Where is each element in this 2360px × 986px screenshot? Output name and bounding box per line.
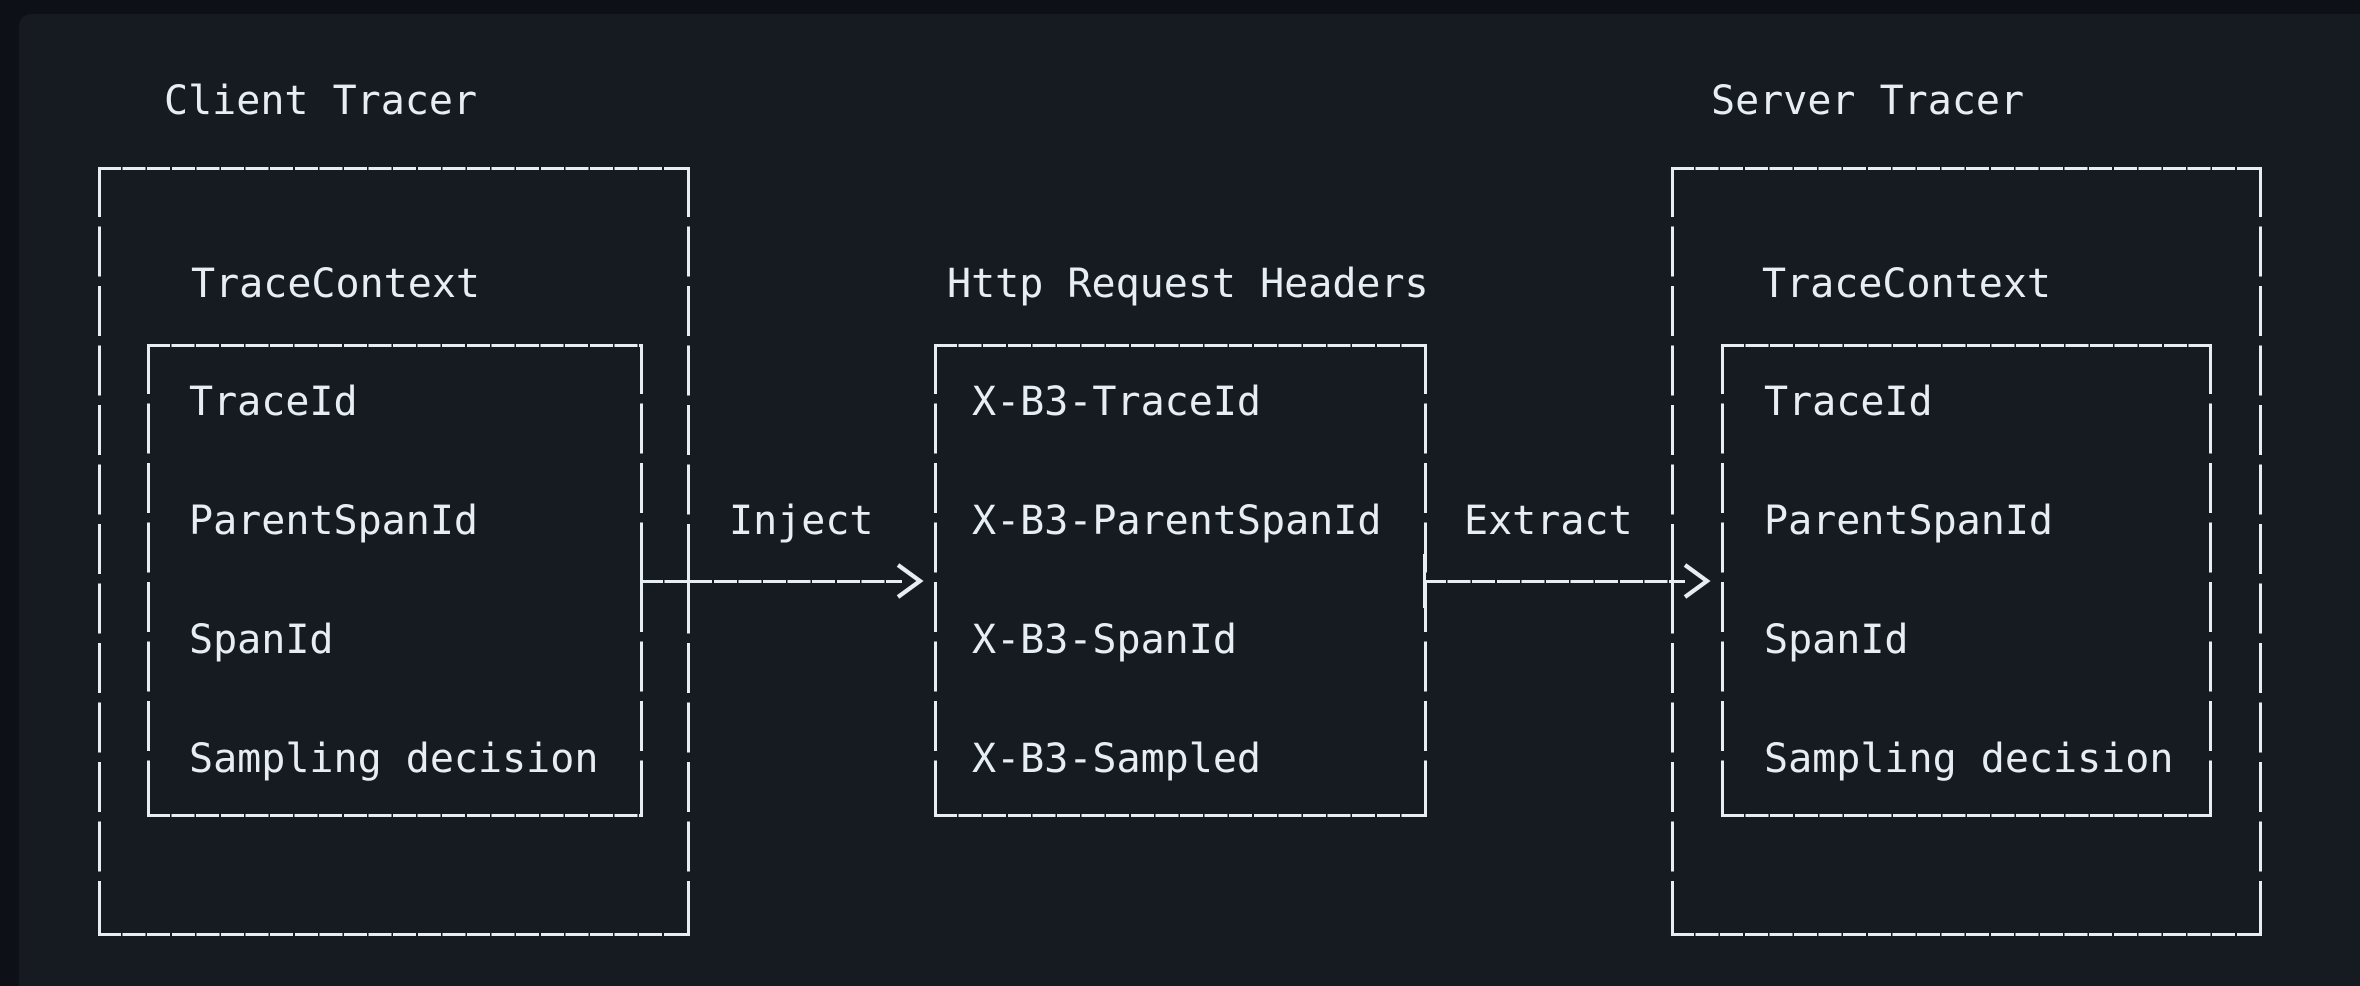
server-field-spanid: SpanId [1764,617,1909,663]
client-field-sampling-decision: Sampling decision [189,736,599,782]
header-field-x-b3-spanid: X-B3-SpanId [972,617,1237,663]
extract-arrow-head [1683,563,1711,599]
client-tracecontext-label: TraceContext [191,261,480,307]
client-tracecontext-box [147,344,643,817]
extract-arrow-shaft [1423,579,1685,584]
code-block-panel: Client Tracer Server Tracer Http Request… [19,14,2360,986]
header-field-x-b3-parentspanid: X-B3-ParentSpanId [972,498,1382,544]
inject-arrow-shaft [640,579,902,584]
client-tracer-title: Client Tracer [164,78,478,124]
junction-tick [1671,554,1675,608]
http-headers-title: Http Request Headers [947,261,1429,307]
client-field-traceid: TraceId [189,379,358,425]
client-field-spanid: SpanId [189,617,334,663]
http-headers-box [934,344,1427,817]
inject-label: Inject [729,498,874,544]
server-tracer-title: Server Tracer [1711,78,2025,124]
server-field-traceid: TraceId [1764,379,1933,425]
junction-tick [1423,554,1427,608]
extract-label: Extract [1464,498,1633,544]
inject-arrow-head [896,563,924,599]
junction-tick [687,554,691,608]
junction-tick [640,554,644,608]
server-field-sampling-decision: Sampling decision [1764,736,2174,782]
server-field-parentspanid: ParentSpanId [1764,498,2053,544]
header-field-x-b3-sampled: X-B3-Sampled [972,736,1261,782]
server-tracecontext-box [1721,344,2212,817]
client-field-parentspanid: ParentSpanId [189,498,478,544]
server-tracecontext-label: TraceContext [1762,261,2051,307]
header-field-x-b3-traceid: X-B3-TraceId [972,379,1261,425]
